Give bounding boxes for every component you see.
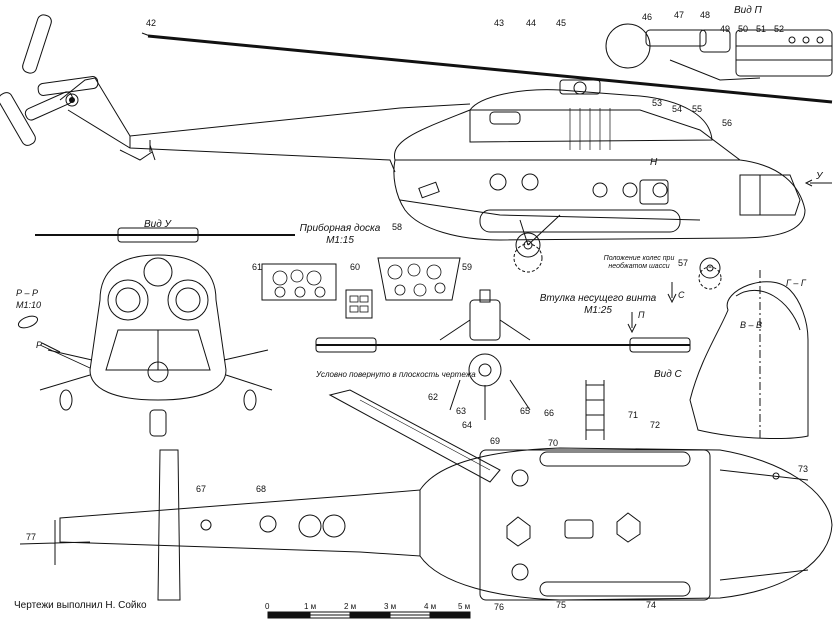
callout-77: 77 xyxy=(26,532,37,542)
tail-boom-plan xyxy=(59,489,421,557)
callout-57: 57 xyxy=(678,258,689,268)
label-arrow-y: У xyxy=(816,171,823,182)
scale-tick-1: 1 м xyxy=(304,602,317,611)
top-view xyxy=(19,380,833,601)
callout-61: 61 xyxy=(252,262,263,272)
scale-tick-0: 0 xyxy=(265,602,270,611)
callout-51: 51 xyxy=(756,24,767,34)
label-section-p-marker: Р xyxy=(36,340,43,350)
main-rotor-blade xyxy=(147,34,833,104)
caption-panel-title: Приборная доска xyxy=(299,223,381,234)
callout-62: 62 xyxy=(428,392,439,402)
rotor-hub-drawing xyxy=(315,282,691,420)
external-tank xyxy=(479,209,681,233)
callout-53: 53 xyxy=(652,98,663,108)
callout-76: 76 xyxy=(494,602,505,612)
callout-63: 63 xyxy=(456,406,467,416)
scale-tick-2: 2 м xyxy=(344,602,357,611)
callout-68: 68 xyxy=(256,484,267,494)
porthole-2 xyxy=(521,173,539,191)
callout-52: 52 xyxy=(774,24,785,34)
stabilizer-plan xyxy=(157,449,181,601)
callout-73: 73 xyxy=(798,464,809,474)
callout-65: 65 xyxy=(520,406,531,416)
label-arrow-c: С xyxy=(678,290,685,300)
callout-69: 69 xyxy=(490,436,501,446)
scale-tick-4: 4 м xyxy=(424,602,437,611)
callout-42: 42 xyxy=(146,18,157,28)
callout-54: 54 xyxy=(672,104,683,114)
caption-hub-scale: М1:25 xyxy=(584,305,612,316)
callout-55: 55 xyxy=(692,104,703,114)
label-arrow-p: П xyxy=(638,310,645,320)
instrument-panel xyxy=(261,257,461,319)
credit-line: Чертежи выполнил Н. Сойко xyxy=(14,600,147,611)
fuselage-front xyxy=(89,254,227,401)
label-view-p: Вид П xyxy=(734,5,762,16)
caption-wheels-note-2: необжатом шасси xyxy=(608,263,670,270)
cockpit-glazing xyxy=(739,174,801,216)
callout-56: 56 xyxy=(722,118,733,128)
callout-64: 64 xyxy=(462,420,473,430)
callout-47: 47 xyxy=(674,10,685,20)
callout-46: 46 xyxy=(642,12,653,22)
front-view xyxy=(35,227,295,437)
callout-44: 44 xyxy=(526,18,537,28)
callout-45: 45 xyxy=(556,18,567,28)
callout-49: 49 xyxy=(720,24,731,34)
callout-72: 72 xyxy=(650,420,661,430)
scale-tick-5: 5 м xyxy=(458,602,471,611)
engine-cowling xyxy=(469,89,713,143)
fuselage-side xyxy=(393,109,806,241)
inset-view-p xyxy=(605,23,833,81)
tail-boom-bottom xyxy=(67,109,396,173)
inset-disc xyxy=(605,23,651,69)
caption-panel-scale: М1:15 xyxy=(326,235,354,246)
porthole-1 xyxy=(489,173,507,191)
callout-66: 66 xyxy=(544,408,555,418)
section-pp-shape xyxy=(17,315,39,329)
caption-hub-title: Втулка несущего винта xyxy=(539,293,657,304)
nose-wheel xyxy=(699,257,721,279)
caption-rotated-note: Условно повернуто в плоскость чертежа xyxy=(316,370,476,379)
callout-75: 75 xyxy=(556,600,567,610)
callout-71: 71 xyxy=(628,410,639,420)
callout-67: 67 xyxy=(196,484,207,494)
callout-58: 58 xyxy=(392,222,403,232)
label-section-vv: В – В xyxy=(740,320,763,330)
callout-74: 74 xyxy=(646,600,657,610)
main-wheel xyxy=(515,232,541,258)
caption-wheels-note-1: Положение колес при xyxy=(603,255,675,262)
label-section-gg: Г – Г xyxy=(786,278,806,288)
callout-48: 48 xyxy=(700,10,711,20)
scale-bar xyxy=(267,611,471,619)
scale-tick-3: 3 м xyxy=(384,602,397,611)
label-section-pp: Р – Р xyxy=(16,288,39,298)
label-view-y: Вид У xyxy=(144,219,171,230)
callout-43: 43 xyxy=(494,18,505,28)
callout-50: 50 xyxy=(738,24,749,34)
tail-boom-top xyxy=(59,77,471,137)
callout-70: 70 xyxy=(548,438,559,448)
fuselage-plan xyxy=(419,447,833,601)
sections-gg-vv xyxy=(689,270,809,440)
callout-59: 59 xyxy=(462,262,473,272)
label-view-c: Вид С xyxy=(654,369,682,380)
label-arrow-h: Н xyxy=(650,157,658,168)
label-section-pp-scale: М1:10 xyxy=(16,300,42,310)
side-view xyxy=(0,14,833,290)
callout-60: 60 xyxy=(350,262,361,272)
